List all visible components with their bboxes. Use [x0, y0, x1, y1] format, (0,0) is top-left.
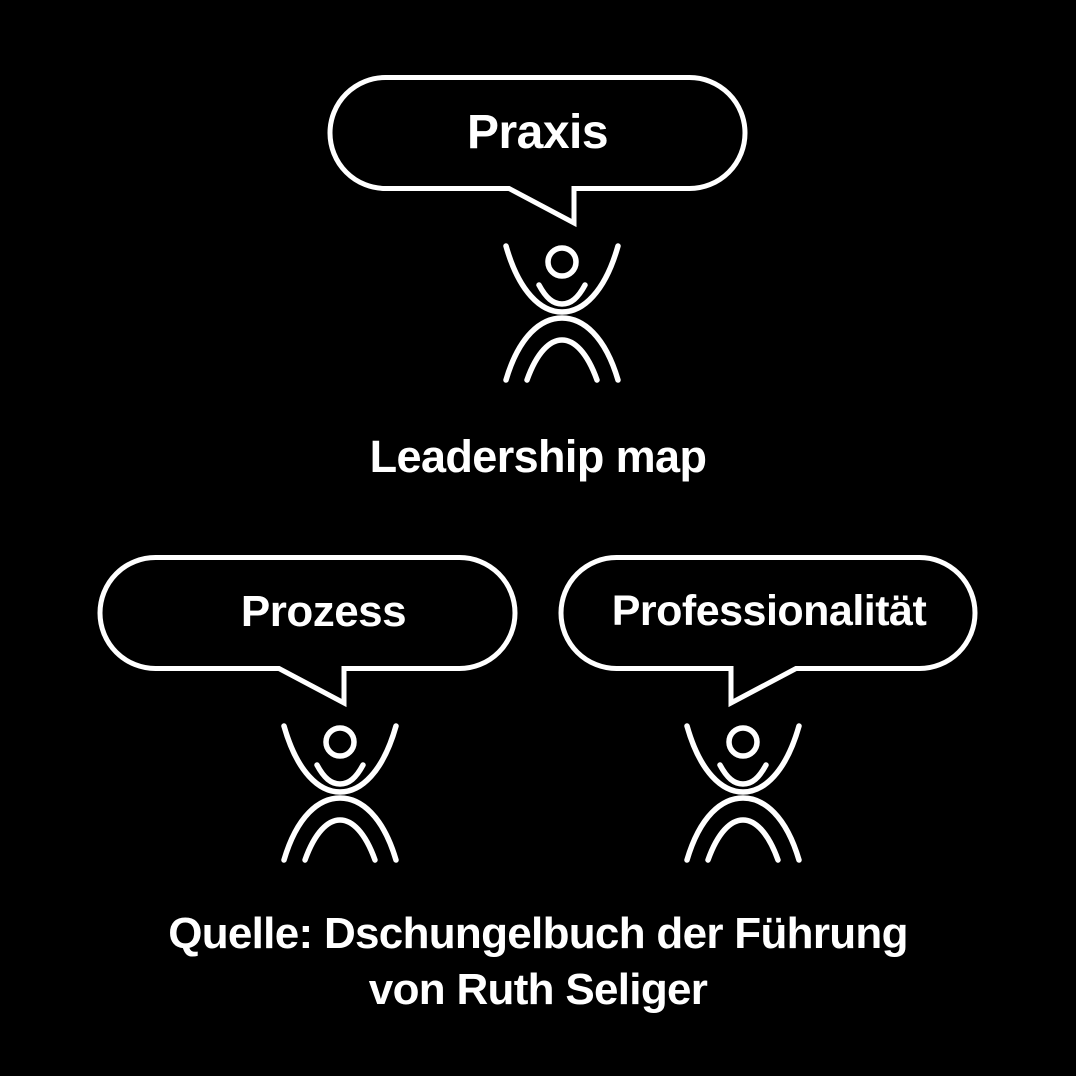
person-chest-icon — [536, 282, 588, 307]
speech-bubble-praxis: Praxis — [327, 75, 748, 228]
person-chest-icon — [314, 762, 366, 787]
speech-bubble-outline — [327, 75, 748, 228]
person-hips-icon — [524, 337, 600, 383]
node-prozess[interactable]: Prozess — [97, 555, 518, 708]
speech-bubble-outline — [558, 555, 978, 708]
source-caption-line-1: Quelle: Dschungelbuch der Führung — [168, 909, 908, 958]
person-icon — [503, 243, 621, 383]
person-arms-icon — [684, 723, 802, 795]
person-legs-icon — [684, 795, 802, 863]
speech-bubble-prozess: Prozess — [97, 555, 518, 708]
page-title: Leadership map — [369, 431, 707, 482]
person-legs-icon — [503, 315, 621, 383]
node-praxis[interactable]: Praxis — [327, 75, 748, 228]
person-legs-icon — [281, 795, 399, 863]
speech-bubble-professionalitaet: Professionalität — [558, 555, 978, 708]
speech-bubble-outline — [97, 555, 518, 708]
person-head-icon — [545, 245, 579, 279]
person-icon — [684, 723, 802, 863]
person-head-icon — [323, 725, 357, 759]
source-caption-line-2: von Ruth Seliger — [368, 965, 708, 1015]
person-hips-icon — [302, 817, 378, 863]
person-chest-icon — [717, 762, 769, 787]
node-professionalitaet[interactable]: Professionalität — [558, 555, 978, 708]
person-head-icon — [726, 725, 760, 759]
node-label-prozess: Prozess — [240, 587, 407, 636]
person-hips-icon — [705, 817, 781, 863]
person-icon — [281, 723, 399, 863]
node-label-professionalitaet: Professionalität — [611, 587, 927, 635]
person-arms-icon — [281, 723, 399, 795]
person-arms-icon — [503, 243, 621, 315]
source-caption: Quelle: Dschungelbuch der Führung von Ru… — [0, 906, 1076, 1019]
node-label-praxis: Praxis — [466, 106, 609, 159]
